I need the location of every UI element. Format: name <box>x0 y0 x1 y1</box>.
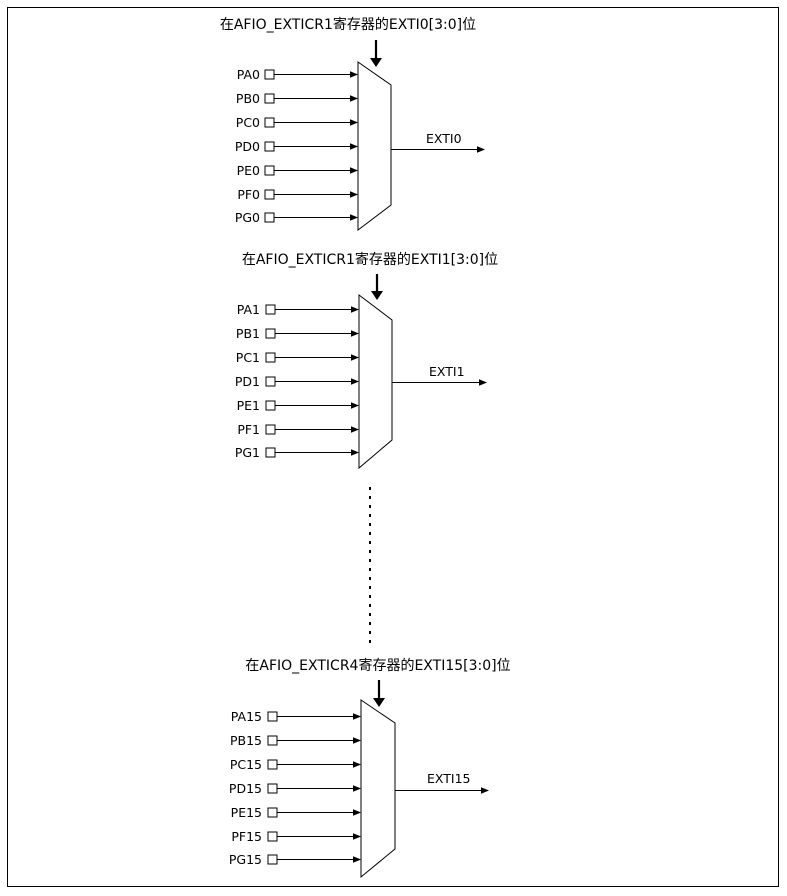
block-title: 在AFIO_EXTICR4寄存器的EXTI15[3:0]位 <box>245 657 510 674</box>
pin-box <box>264 69 275 80</box>
pin-box <box>265 447 276 458</box>
input-pf0: PF0 <box>237 187 358 202</box>
pin-label: PG15 <box>229 852 262 867</box>
input-pe0: PE0 <box>237 163 358 178</box>
select-arrow-head <box>371 291 383 300</box>
input-pf1: PF1 <box>237 422 359 437</box>
pin-label: PG1 <box>235 445 260 460</box>
pin-label: PF1 <box>237 422 260 437</box>
pin-label: PC0 <box>236 115 260 130</box>
pin-label: PA15 <box>231 709 262 724</box>
pin-label: PB15 <box>230 733 262 748</box>
input-pa1: PA1 <box>237 302 359 317</box>
output-label: EXTI0 <box>426 131 462 146</box>
pin-label: PA1 <box>237 302 260 317</box>
block-title: 在AFIO_EXTICR1寄存器的EXTI0[3:0]位 <box>220 16 476 33</box>
input-pe15: PE15 <box>231 805 361 820</box>
mux-block-exti15: 在AFIO_EXTICR4寄存器的EXTI15[3:0]位 PA15 PB15 … <box>229 657 511 879</box>
input-pd0: PD0 <box>235 139 358 154</box>
pin-box <box>264 141 275 152</box>
pin-box <box>267 783 278 794</box>
pin-box <box>267 711 278 722</box>
input-pc15: PC15 <box>230 757 361 772</box>
input-pb0: PB0 <box>236 91 358 106</box>
pin-box <box>265 352 276 363</box>
input-pe1: PE1 <box>237 398 359 413</box>
pin-box <box>264 212 275 223</box>
pin-box <box>264 93 275 104</box>
input-pg15: PG15 <box>229 852 361 867</box>
select-arrow-head <box>370 58 382 67</box>
pin-box <box>267 807 278 818</box>
input-pg1: PG1 <box>235 445 359 460</box>
pin-label: PF15 <box>231 829 262 844</box>
input-pc1: PC1 <box>236 350 359 365</box>
pin-label: PC1 <box>236 350 260 365</box>
input-pd1: PD1 <box>235 374 359 389</box>
pin-box <box>265 376 276 387</box>
pin-label: PD15 <box>229 781 262 796</box>
input-pa15: PA15 <box>231 709 361 724</box>
pin-box <box>264 189 275 200</box>
pin-box <box>265 328 276 339</box>
pin-box <box>265 400 276 411</box>
pin-box <box>267 831 278 842</box>
pin-label: PE1 <box>237 398 260 413</box>
pin-label: PC15 <box>230 757 262 772</box>
pin-label: PE15 <box>231 805 262 820</box>
input-pb1: PB1 <box>236 326 359 341</box>
input-pc0: PC0 <box>236 115 358 130</box>
pin-box <box>267 735 278 746</box>
pin-label: PD1 <box>235 374 260 389</box>
multiplexer <box>357 61 392 232</box>
pin-label: PG0 <box>235 210 260 225</box>
pin-box <box>264 165 275 176</box>
input-pd15: PD15 <box>229 781 361 796</box>
input-pf15: PF15 <box>231 829 361 844</box>
output-label: EXTI15 <box>427 771 470 786</box>
pin-label: PA0 <box>237 67 260 82</box>
input-pg0: PG0 <box>235 210 358 225</box>
mux-block-exti1: 在AFIO_EXTICR1寄存器的EXTI1[3:0]位 PA1 PB1 PC1… <box>235 251 498 470</box>
pin-box <box>265 304 276 315</box>
pin-box <box>267 854 278 865</box>
output-label: EXTI1 <box>429 364 465 379</box>
pin-label: PD0 <box>235 139 260 154</box>
pin-label: PB1 <box>236 326 260 341</box>
pin-label: PE0 <box>237 163 260 178</box>
input-pa0: PA0 <box>237 67 358 82</box>
pin-label: PB0 <box>236 91 260 106</box>
diagram-frame <box>7 7 779 887</box>
pin-label: PF0 <box>237 187 260 202</box>
mux-block-exti0: 在AFIO_EXTICR1寄存器的EXTI0[3:0]位 PA0 PB0 PC0… <box>220 16 485 232</box>
pin-box <box>267 759 278 770</box>
select-arrow-head <box>373 698 385 707</box>
block-title: 在AFIO_EXTICR1寄存器的EXTI1[3:0]位 <box>242 251 498 268</box>
pin-box <box>265 424 276 435</box>
pin-box <box>264 117 275 128</box>
multiplexer <box>358 293 393 470</box>
input-pb15: PB15 <box>230 733 361 748</box>
multiplexer <box>360 699 396 879</box>
